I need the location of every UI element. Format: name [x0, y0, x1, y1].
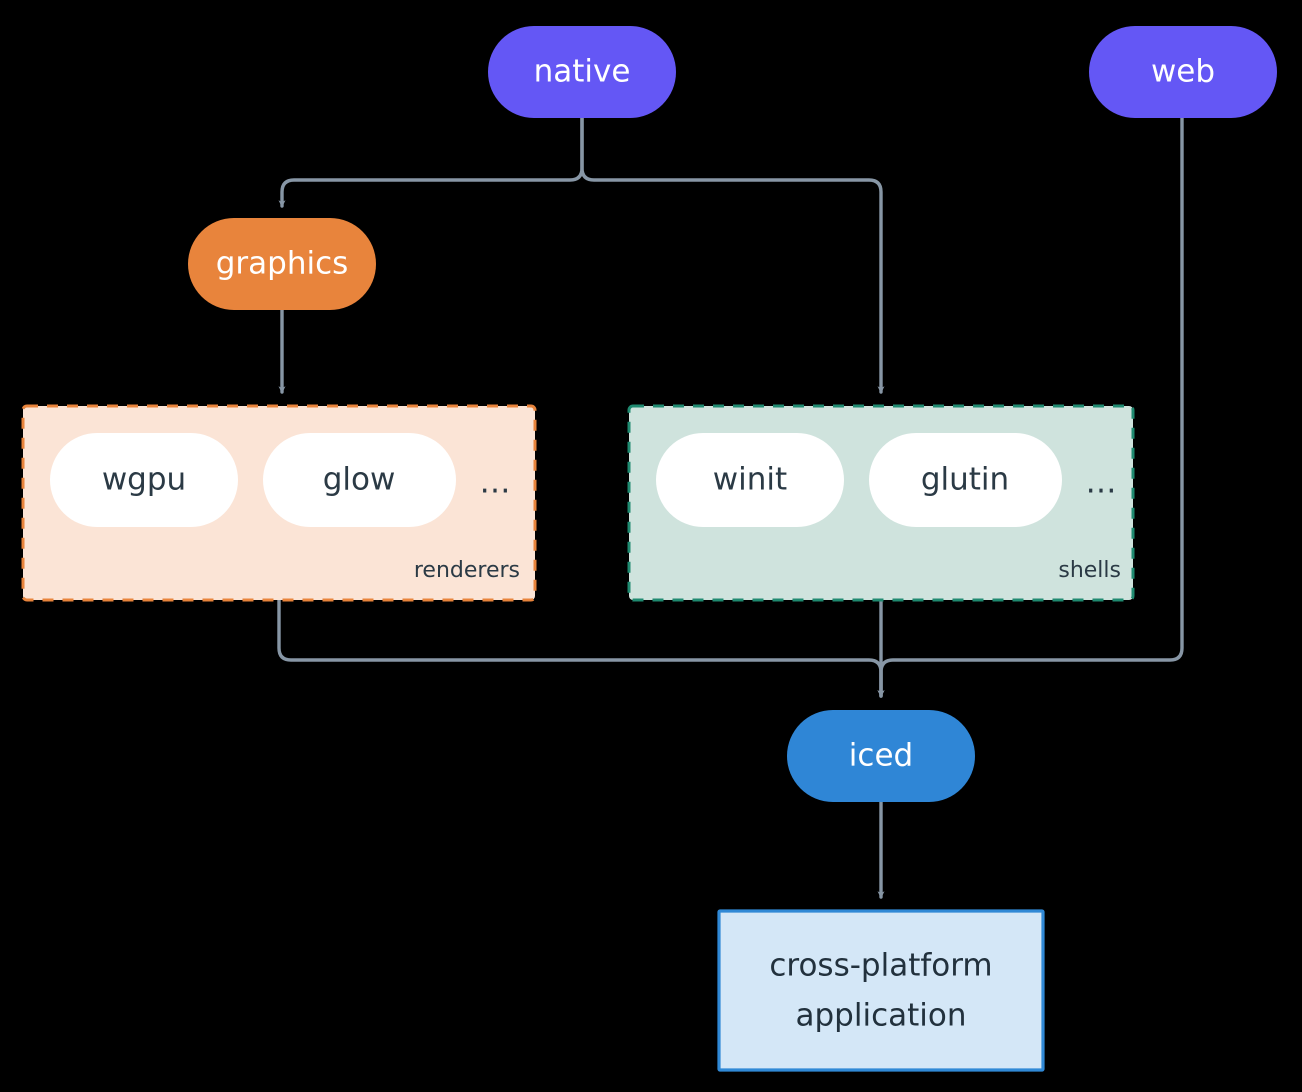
pill-glow-label: glow [323, 462, 396, 498]
edge-layer [277, 116, 1184, 899]
cluster-shells: winit glutin … shells [627, 404, 1135, 602]
node-web-shape [1089, 26, 1277, 118]
edge-renderers-to-iced [277, 598, 885, 698]
pill-winit[interactable]: winit [656, 433, 844, 527]
node-graphics[interactable]: graphics [188, 218, 376, 310]
pill-wgpu-shape [50, 433, 238, 527]
node-graphics-shape [188, 218, 376, 310]
node-application-label-line2: application [796, 998, 967, 1034]
edge-web-to-iced [877, 116, 1184, 698]
cluster-renderers-label: renderers [414, 558, 520, 583]
pill-winit-label: winit [713, 462, 787, 498]
node-native[interactable]: native [488, 26, 676, 118]
pill-glow-shape [263, 433, 456, 527]
node-web[interactable]: web [1089, 26, 1277, 118]
pill-glow[interactable]: glow [263, 433, 456, 527]
pill-wgpu[interactable]: wgpu [50, 433, 238, 527]
node-application[interactable]: cross-platform application [717, 909, 1045, 1072]
node-web-label: web [1151, 54, 1215, 90]
pill-glutin-label: glutin [921, 462, 1009, 498]
pill-glutin[interactable]: glutin [869, 433, 1062, 527]
cluster-shells-label: shells [1058, 558, 1121, 583]
node-iced[interactable]: iced [787, 710, 975, 802]
node-application-shape [717, 909, 1045, 1072]
pill-wgpu-label: wgpu [102, 462, 186, 498]
node-graphics-label: graphics [216, 246, 349, 282]
pill-glutin-shape [869, 433, 1062, 527]
shells-ellipsis-icon: … [1086, 465, 1117, 501]
node-iced-label: iced [849, 738, 913, 774]
pill-winit-shape [656, 433, 844, 527]
node-iced-shape [787, 710, 975, 802]
cluster-renderers: wgpu glow … renderers [21, 404, 537, 602]
renderers-ellipsis-icon: … [480, 465, 511, 501]
node-application-label-line1: cross-platform [769, 948, 992, 984]
node-native-label: native [534, 54, 631, 90]
node-native-shape [488, 26, 676, 118]
edge-native-to-graphics [278, 116, 584, 208]
edge-native-to-shells [580, 116, 885, 394]
